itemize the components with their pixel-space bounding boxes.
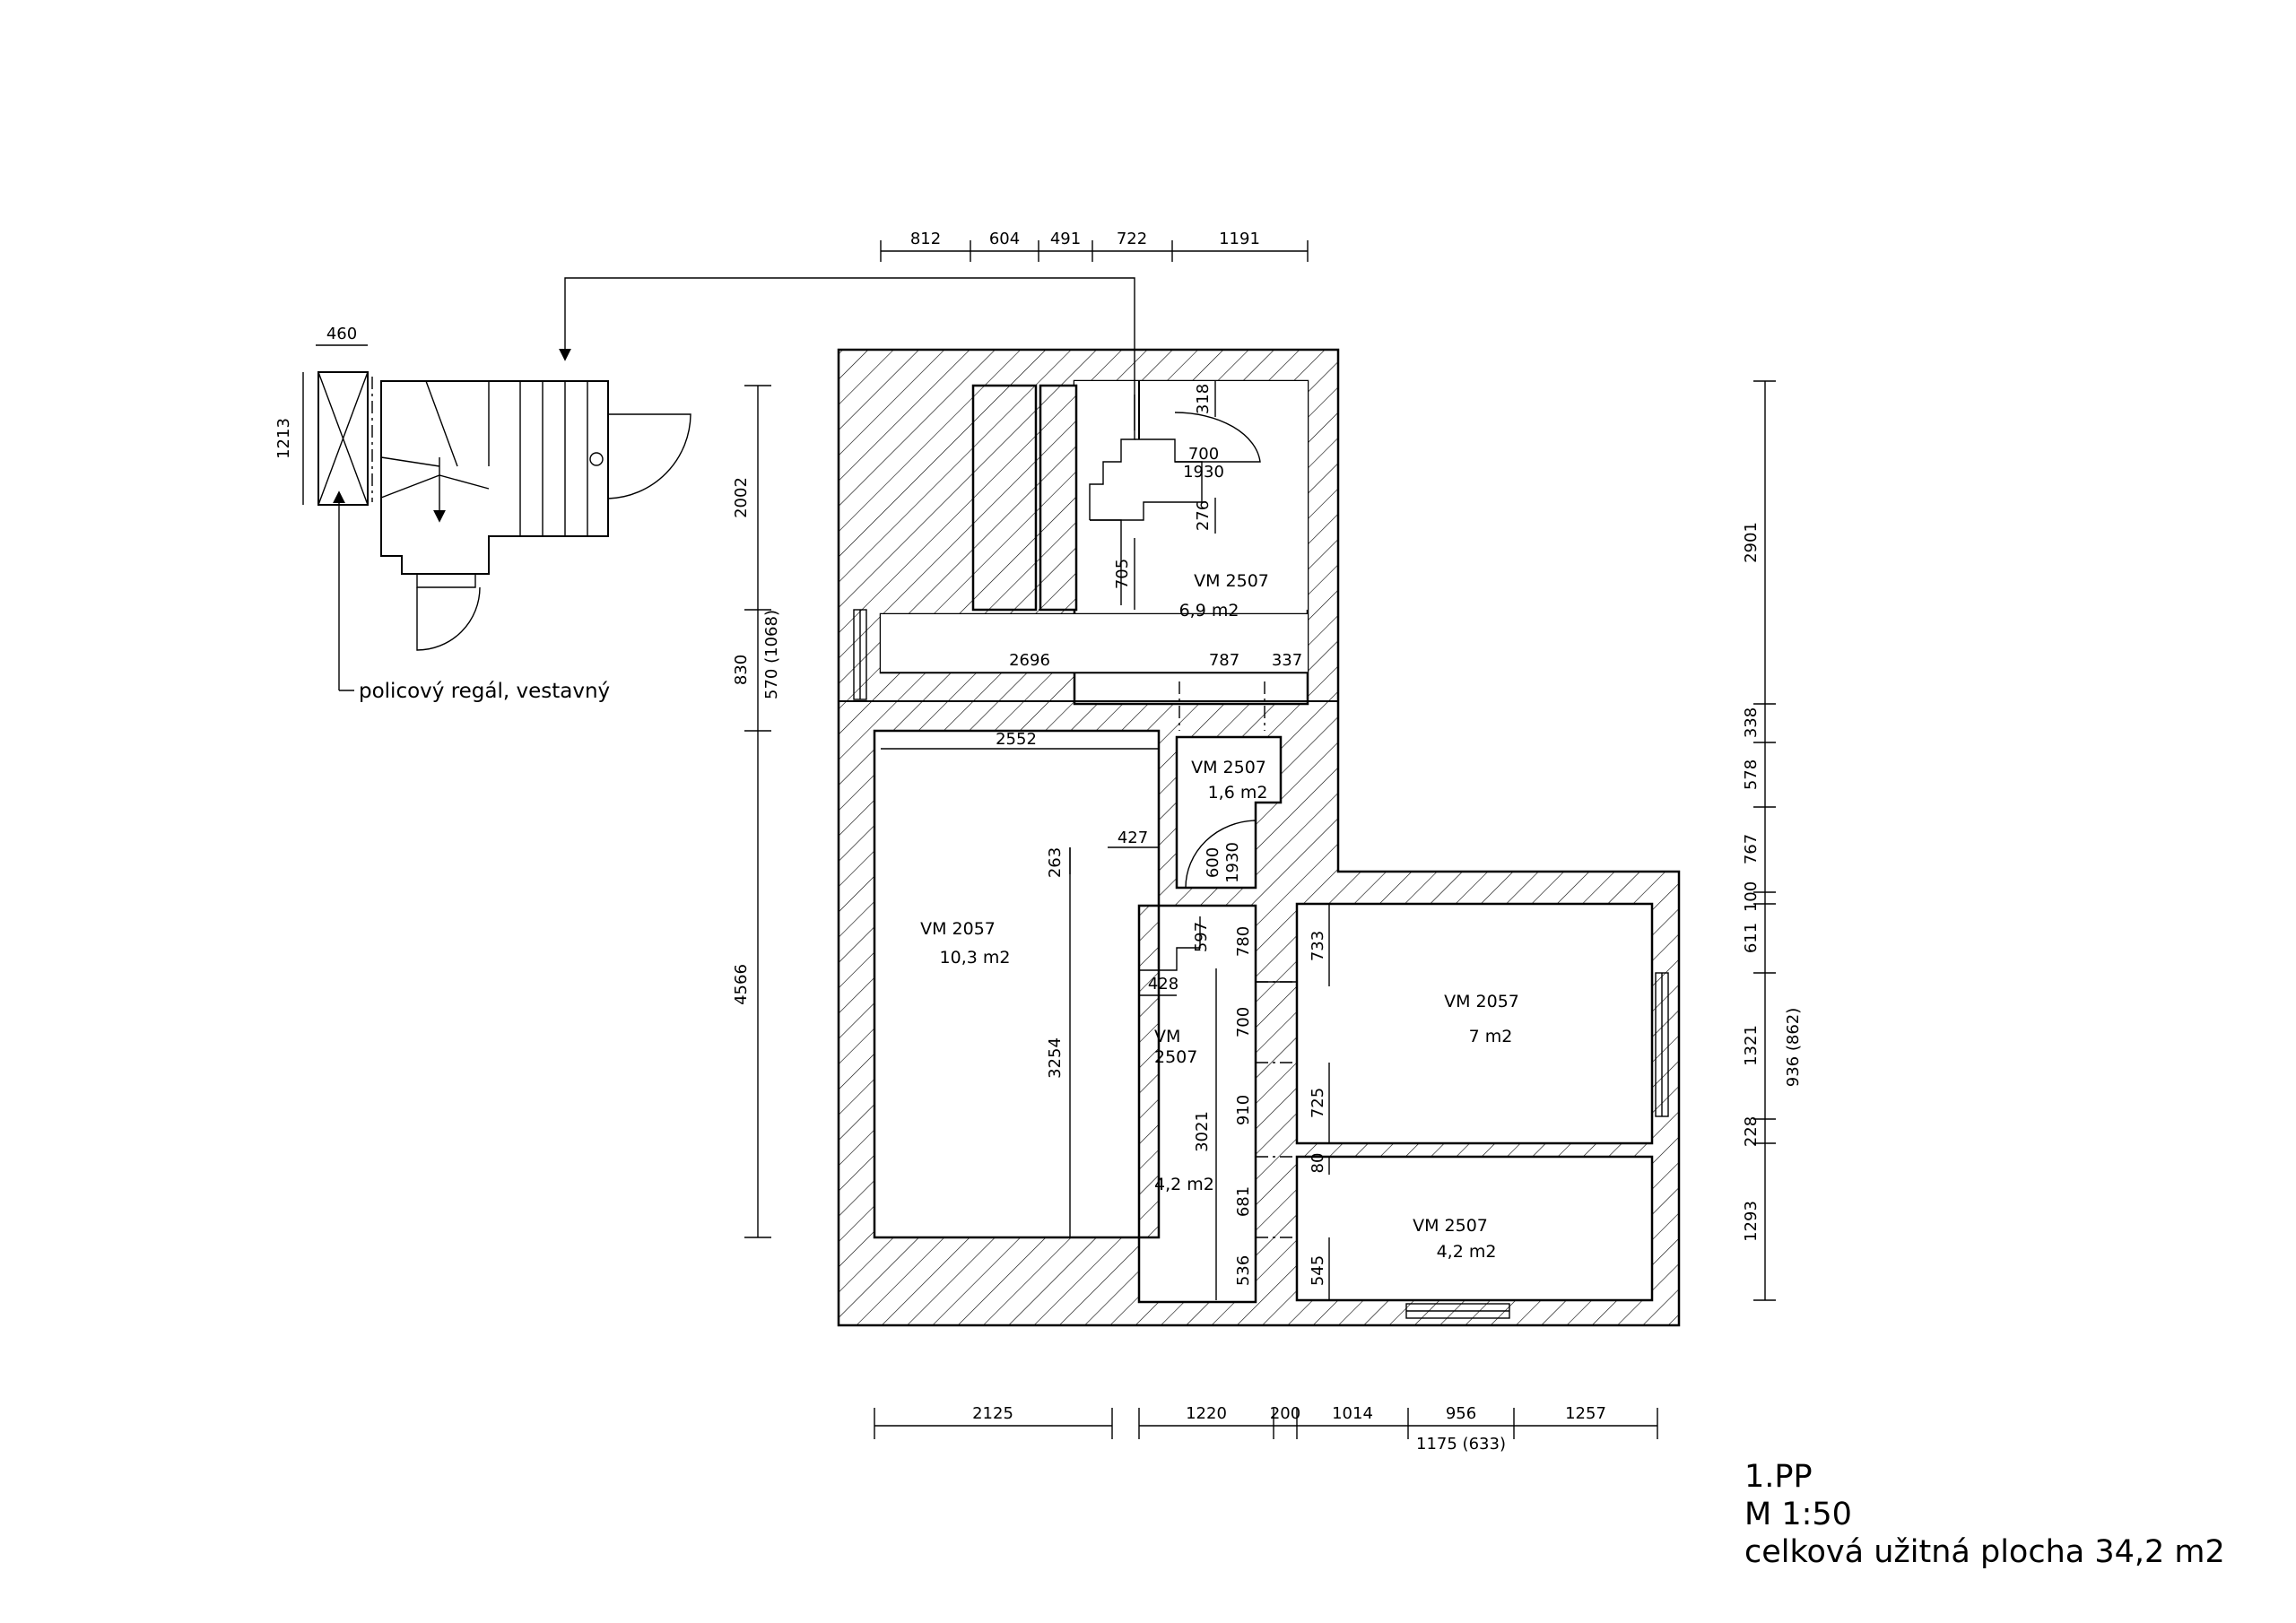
dim-2696: 2696 <box>1009 651 1050 670</box>
dim-705: 705 <box>1113 559 1132 589</box>
room-1-area: 6,9 m2 <box>1179 601 1239 621</box>
dim-left-2: 830 <box>732 655 751 685</box>
room-6-area: 4,2 m2 <box>1437 1242 1497 1262</box>
dim-780: 780 <box>1234 926 1253 957</box>
dim-2552: 2552 <box>996 730 1037 749</box>
dim-1930-mid: 1930 <box>1223 842 1242 883</box>
dim-318: 318 <box>1194 384 1213 414</box>
room-labels: VM 2507 6,9 m2 VM 2507 1,6 m2 VM 2057 10… <box>920 571 1519 1262</box>
dim-bottom-3: 200 <box>1270 1404 1300 1423</box>
interior-lines <box>853 381 1669 1319</box>
dim-700-top: 700 <box>1188 445 1219 464</box>
room-4-area: 4,2 m2 <box>1154 1175 1214 1194</box>
dim-536: 536 <box>1234 1255 1253 1286</box>
dim-bottom-1: 2125 <box>972 1404 1013 1423</box>
dim-733: 733 <box>1309 931 1327 961</box>
dim-276: 276 <box>1194 500 1213 531</box>
room-6-code: VM 2507 <box>1413 1216 1488 1236</box>
dim-right-6: 611 <box>1742 923 1761 953</box>
dim-top-2: 604 <box>989 230 1020 248</box>
dim-right-9: 1293 <box>1742 1201 1761 1242</box>
dim-3254: 3254 <box>1046 1037 1065 1079</box>
dim-right-5: 100 <box>1742 881 1761 912</box>
dim-top-3: 491 <box>1050 230 1081 248</box>
walls <box>837 348 1681 1327</box>
dim-bottom-sub: 1175 (633) <box>1416 1435 1506 1454</box>
room-4-code2: 2507 <box>1154 1047 1197 1067</box>
dim-787: 787 <box>1209 651 1239 670</box>
dim-910: 910 <box>1234 1095 1253 1125</box>
room-2-code: VM 2507 <box>1191 758 1266 777</box>
dim-left-3: 4566 <box>732 964 751 1005</box>
dim-right-8: 228 <box>1742 1116 1761 1147</box>
dim-600: 600 <box>1204 847 1222 878</box>
dimension-labels: 812 604 491 722 1191 2125 1220 200 1014 … <box>274 230 1803 1454</box>
dim-1213: 1213 <box>274 418 293 459</box>
dim-right-7: 1321 <box>1742 1025 1761 1066</box>
dim-1930-top: 1930 <box>1183 463 1224 482</box>
dimension-lines <box>302 240 1776 1439</box>
room-3-code: VM 2057 <box>920 919 996 939</box>
dim-80: 80 <box>1309 1153 1327 1174</box>
dim-left-1: 2002 <box>732 477 751 518</box>
dim-700-mid: 700 <box>1234 1007 1253 1037</box>
dim-top-4: 722 <box>1117 230 1147 248</box>
dim-right-4: 767 <box>1742 834 1761 864</box>
room-5-area: 7 m2 <box>1469 1027 1513 1046</box>
room-3-area: 10,3 m2 <box>940 948 1011 968</box>
scale-label: M 1:50 <box>1744 1497 1852 1532</box>
total-area-label: celková užitná plocha 34,2 m2 <box>1744 1534 2225 1570</box>
room-4-code: VM <box>1154 1027 1180 1046</box>
room-1-code: VM 2507 <box>1194 571 1269 591</box>
dim-right-1: 2901 <box>1742 522 1761 563</box>
dim-725: 725 <box>1309 1088 1327 1118</box>
dim-337: 337 <box>1272 651 1302 670</box>
dim-681: 681 <box>1234 1186 1253 1217</box>
floor-title: 1.PP <box>1744 1459 1813 1495</box>
shelf-note: policový regál, vestavný <box>359 680 610 703</box>
dim-bottom-2: 1220 <box>1186 1404 1227 1423</box>
dim-427: 427 <box>1118 829 1148 847</box>
dim-3021: 3021 <box>1193 1111 1212 1152</box>
dim-bottom-5: 956 <box>1446 1404 1476 1423</box>
room-5-code: VM 2057 <box>1444 992 1519 1011</box>
dim-left-sub: 570 (1068) <box>762 610 781 699</box>
dim-460: 460 <box>326 325 357 343</box>
dim-right-3: 578 <box>1742 759 1761 790</box>
dim-545: 545 <box>1309 1255 1327 1286</box>
room-2-area: 1,6 m2 <box>1208 783 1268 803</box>
dim-top-5: 1191 <box>1219 230 1260 248</box>
dim-bottom-4: 1014 <box>1332 1404 1373 1423</box>
dim-top-1: 812 <box>910 230 941 248</box>
dim-bottom-6: 1257 <box>1565 1404 1606 1423</box>
dim-428: 428 <box>1148 975 1178 994</box>
dim-right-2: 338 <box>1742 707 1761 738</box>
stair-detail <box>317 277 1135 691</box>
dim-right-sub: 936 (862) <box>1784 1008 1803 1087</box>
dim-597: 597 <box>1192 922 1211 952</box>
dim-263: 263 <box>1046 847 1065 878</box>
